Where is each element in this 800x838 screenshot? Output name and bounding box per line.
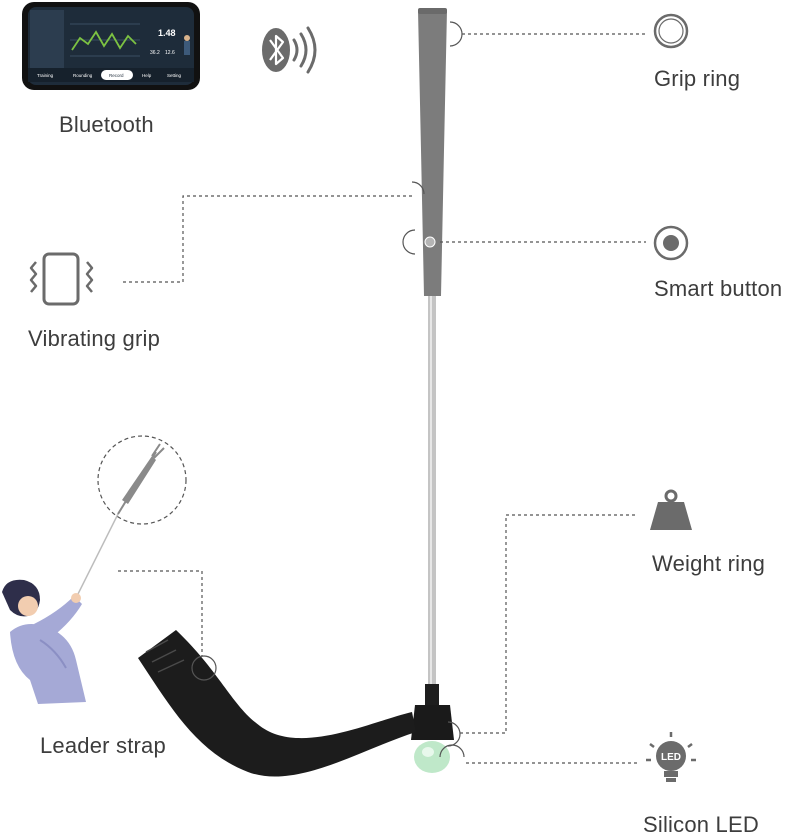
phone-tab: Setting [167, 73, 182, 78]
phone-tab: Training [37, 73, 54, 78]
label-bluetooth: Bluetooth [59, 112, 154, 137]
callout-markers [191, 21, 465, 758]
phone-value-left: 36.2 [150, 50, 160, 56]
led-dome [414, 741, 450, 773]
phone-value-main: 1.48 [158, 28, 176, 38]
leader-strap [138, 630, 416, 777]
smart-button-on-grip [424, 236, 436, 248]
weight-ring-body [411, 705, 454, 740]
vibrating-phone-icon [29, 252, 94, 306]
grip-ring-icon [653, 13, 689, 49]
putter-club [411, 8, 454, 773]
phone-screen [28, 7, 194, 85]
phone-value-right: 12.6 [165, 50, 175, 56]
phone-chart-line [71, 30, 137, 51]
label-leader-strap: Leader strap [40, 733, 166, 758]
golfer-illustration [2, 435, 187, 704]
phone-tab-active [101, 70, 133, 80]
phone-tab: Help [142, 73, 152, 78]
label-weight-ring: Weight ring [652, 551, 766, 576]
led-bulb-icon: LED [646, 732, 696, 782]
label-silicon-led: Silicon LED [643, 812, 759, 837]
phone-illustration: 1.48 36.2 12.6 Training Rounding Record … [22, 2, 200, 90]
label-smart-button: Smart button [654, 276, 783, 301]
led-icon-text: LED [661, 752, 681, 763]
label-grip-ring: Grip ring [654, 66, 741, 91]
phone-tab: Rounding [73, 73, 93, 78]
smart-button-icon [653, 225, 689, 261]
leader-lines [118, 33, 646, 764]
grip [418, 10, 447, 296]
bluetooth-icon [262, 26, 317, 74]
weight-icon [650, 489, 692, 530]
label-vibrating-grip: Vibrating grip [28, 326, 161, 351]
phone-tab: Record [109, 73, 124, 78]
